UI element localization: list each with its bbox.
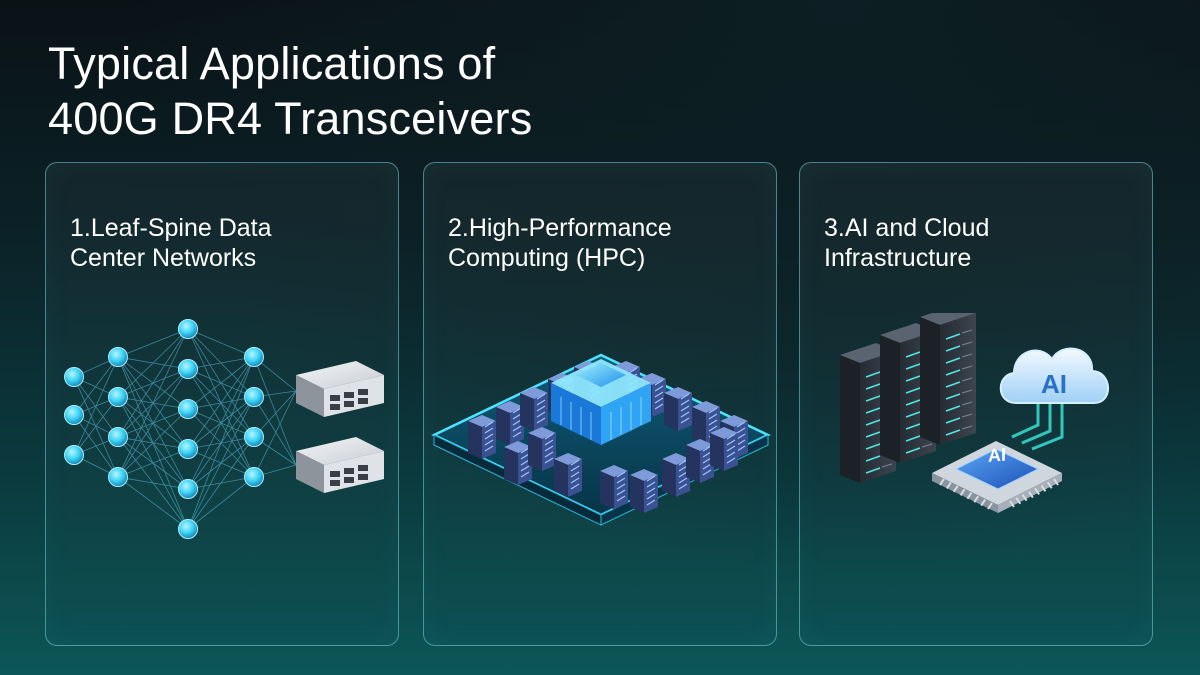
neural-network-switches-icon bbox=[64, 319, 384, 539]
card-title-line-1: 3.AI and Cloud bbox=[824, 214, 990, 242]
network-node-icon bbox=[178, 359, 198, 379]
server-rack-icon bbox=[554, 453, 582, 497]
switch-box-icon bbox=[296, 437, 384, 493]
server-rack-icon bbox=[496, 401, 524, 445]
network-node-icon bbox=[108, 427, 128, 447]
network-node-icon bbox=[108, 387, 128, 407]
card-ai-cloud: 3.AI and Cloud Infrastructure bbox=[799, 162, 1153, 646]
page-title-line-1: Typical Applications of bbox=[48, 38, 496, 89]
card-title-line-2: Computing (HPC) bbox=[448, 244, 646, 272]
card-leaf-spine: 1.Leaf-Spine Data Center Networks bbox=[45, 162, 399, 646]
network-node-icon bbox=[108, 467, 128, 487]
server-rack-icon bbox=[710, 427, 738, 471]
network-node-icon bbox=[108, 347, 128, 367]
network-node-icon bbox=[64, 405, 84, 425]
server-rack-icon bbox=[520, 387, 548, 431]
processor-chip-icon bbox=[551, 359, 651, 445]
server-cluster-chip-icon bbox=[431, 353, 771, 526]
network-node-icon bbox=[178, 479, 198, 499]
server-rack-icon bbox=[600, 465, 628, 509]
server-rack-ai-cloud-icon: AI AI bbox=[840, 313, 1109, 513]
network-node-icon bbox=[178, 439, 198, 459]
server-rack-icon bbox=[686, 439, 714, 483]
switch-box-icon bbox=[296, 361, 384, 417]
card-title: 1.Leaf-Spine Data Center Networks bbox=[70, 213, 380, 273]
card-title: 2.High-Performance Computing (HPC) bbox=[448, 213, 758, 273]
network-node-icon bbox=[178, 519, 198, 539]
ai-cloud-icon: AI bbox=[999, 347, 1109, 404]
network-node-icon bbox=[244, 467, 264, 487]
server-rack-icon bbox=[630, 469, 658, 513]
card-hpc: 2.High-Performance Computing (HPC) bbox=[423, 162, 777, 646]
server-rack-icon bbox=[664, 387, 692, 431]
card-title-line-2: Center Networks bbox=[70, 244, 257, 272]
network-node-icon bbox=[244, 347, 264, 367]
server-rack-icon bbox=[920, 313, 976, 445]
page-title: Typical Applications of 400G DR4 Transce… bbox=[48, 36, 532, 146]
network-node-icon bbox=[244, 387, 264, 407]
page-title-line-2: 400G DR4 Transceivers bbox=[48, 93, 533, 144]
network-node-icon bbox=[244, 427, 264, 447]
server-rack-icon bbox=[662, 453, 690, 497]
cloud-label: AI bbox=[1041, 369, 1067, 399]
network-node-icon bbox=[64, 445, 84, 465]
network-node-icon bbox=[178, 319, 198, 339]
card-title: 3.AI and Cloud Infrastructure bbox=[824, 213, 1134, 273]
server-rack-icon bbox=[504, 441, 532, 485]
card-title-line-1: 1.Leaf-Spine Data bbox=[70, 214, 272, 242]
ai-chip-icon: AI bbox=[932, 441, 1062, 513]
network-node-icon bbox=[178, 399, 198, 419]
server-rack-icon bbox=[528, 427, 556, 471]
network-node-icon bbox=[64, 367, 84, 387]
chip-label: AI bbox=[988, 445, 1006, 466]
card-title-line-2: Infrastructure bbox=[824, 244, 972, 272]
server-rack-icon bbox=[468, 415, 496, 459]
card-title-line-1: 2.High-Performance bbox=[448, 214, 672, 242]
